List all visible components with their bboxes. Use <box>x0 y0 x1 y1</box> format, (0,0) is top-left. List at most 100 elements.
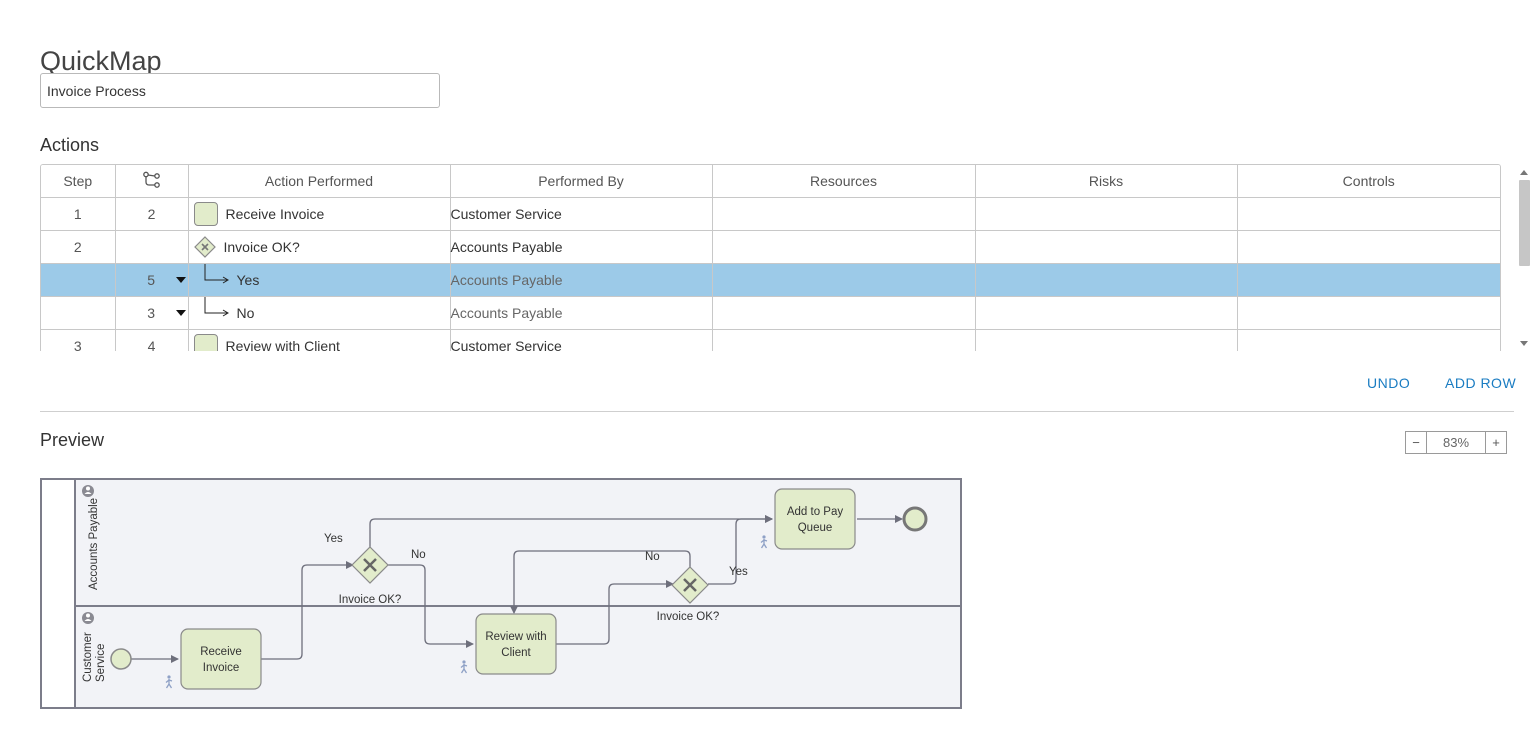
performed-by-cell[interactable]: Accounts Payable <box>449 263 713 297</box>
flow-review-to-gateway2[interactable] <box>556 580 674 645</box>
risks-cell[interactable] <box>974 263 1238 297</box>
task-review-with-client-line-1: Review with <box>485 631 546 643</box>
action-label: Invoice OK? <box>223 239 300 255</box>
actions-table-container: Step Action Performed Performed By Resou… <box>40 164 1501 351</box>
risks-cell[interactable] <box>974 197 1238 231</box>
gateway-icon <box>193 236 216 258</box>
performed-by-cell[interactable]: Accounts Payable <box>449 296 713 330</box>
dropdown-arrow-icon[interactable] <box>175 277 186 283</box>
process-diagram[interactable]: Accounts Payable Customer Service Receiv… <box>40 478 964 712</box>
column-header-step: Step <box>41 165 116 198</box>
table-row[interactable]: 3 No Accounts Payable <box>41 296 1500 330</box>
gateway-invoice-ok-1[interactable] <box>351 546 389 584</box>
flow-g2-no[interactable] <box>510 550 691 614</box>
column-header-controls: Controls <box>1236 165 1500 198</box>
risks-cell[interactable] <box>974 329 1238 351</box>
dropdown-arrow-icon[interactable] <box>175 310 186 316</box>
resources-cell[interactable] <box>711 230 976 264</box>
action-label: Receive Invoice <box>225 206 325 222</box>
table-header-row: Step Action Performed Performed By Resou… <box>41 165 1500 198</box>
controls-cell[interactable] <box>1236 197 1500 231</box>
table-scrollbar[interactable] <box>1517 164 1532 350</box>
next-step-cell[interactable]: 2 <box>114 197 189 231</box>
process-name-input[interactable] <box>40 73 440 108</box>
table-row[interactable]: 3 4 Review with Client Customer Service <box>41 329 1500 351</box>
action-cell[interactable]: Receive Invoice <box>187 197 451 231</box>
lane-label-customer-service-line-2: Service <box>95 644 107 682</box>
flow-label-g1-no: No <box>411 549 426 561</box>
table-row[interactable]: 2 Invoice OK? Accounts Payable <box>41 230 1500 264</box>
task-add-to-pay-queue-line-1: Add to Pay <box>787 506 844 518</box>
performed-by-cell[interactable]: Customer Service <box>449 197 713 231</box>
lane-label-customer-service-line-1: Customer <box>82 632 94 682</box>
task-review-with-client[interactable]: Review with Client <box>475 613 557 675</box>
section-divider <box>40 411 1514 412</box>
action-cell[interactable]: Review with Client <box>187 329 451 351</box>
lane-label-accounts-payable: Accounts Payable <box>88 498 100 590</box>
step-cell[interactable]: 3 <box>41 329 116 351</box>
next-step-value: 3 <box>147 305 156 321</box>
task-icon <box>193 202 218 226</box>
action-cell[interactable]: Invoice OK? <box>187 230 451 264</box>
resources-cell[interactable] <box>711 296 976 330</box>
table-row-selected[interactable]: 5 Yes Accounts Payable <box>41 263 1500 297</box>
scrollbar-thumb[interactable] <box>1519 180 1530 266</box>
task-icon <box>193 334 218 351</box>
lane-person-icon <box>82 612 94 624</box>
resources-cell[interactable] <box>711 263 976 297</box>
task-review-with-client-line-2: Client <box>501 647 531 659</box>
action-label: No <box>236 305 255 321</box>
column-header-resources: Resources <box>711 165 976 198</box>
controls-cell[interactable] <box>1236 296 1500 330</box>
lane-label-customer-service: Customer Service <box>82 629 107 682</box>
column-header-action: Action Performed <box>187 165 451 198</box>
next-step-dropdown[interactable]: 3 <box>114 296 189 330</box>
resources-cell[interactable] <box>711 329 976 351</box>
flow-label-g2-no: No <box>645 551 660 563</box>
zoom-out-button[interactable]: − <box>1412 435 1420 450</box>
flow-label-g1-yes: Yes <box>324 533 343 545</box>
column-header-risks: Risks <box>974 165 1238 198</box>
add-row-button[interactable]: ADD ROW <box>1445 375 1517 391</box>
preview-heading: Preview <box>40 430 105 450</box>
action-cell[interactable]: No <box>187 296 451 330</box>
resources-cell[interactable] <box>711 197 976 231</box>
next-step-cell[interactable] <box>114 230 189 264</box>
start-event[interactable] <box>110 648 132 670</box>
action-cell[interactable]: Yes <box>187 263 451 297</box>
task-receive-invoice-line-1: Receive <box>200 646 242 658</box>
table-row[interactable]: 1 2 Receive Invoice Customer Service <box>41 197 1500 231</box>
scroll-up-arrow-icon[interactable] <box>1520 170 1528 175</box>
risks-cell[interactable] <box>974 230 1238 264</box>
zoom-in-button[interactable]: + <box>1492 435 1500 450</box>
task-receive-invoice-line-2: Invoice <box>203 662 239 674</box>
task-add-to-pay-queue-line-2: Queue <box>798 522 833 534</box>
branch-arrow-icon <box>204 264 229 284</box>
end-event[interactable] <box>902 506 928 532</box>
scroll-down-arrow-icon[interactable] <box>1520 341 1528 346</box>
next-step-cell[interactable]: 4 <box>114 329 189 351</box>
flow-receive-to-gateway1[interactable] <box>261 561 354 660</box>
controls-cell[interactable] <box>1236 329 1500 351</box>
undo-button[interactable]: UNDO <box>1367 375 1411 391</box>
flow-g1-yes[interactable] <box>369 515 773 547</box>
step-cell[interactable]: 1 <box>41 197 116 231</box>
flow-g1-no[interactable] <box>388 564 474 648</box>
flow-g2-yes[interactable] <box>708 515 773 585</box>
step-cell[interactable] <box>41 296 116 330</box>
step-cell[interactable] <box>41 263 116 297</box>
column-header-performed-by: Performed By <box>449 165 713 198</box>
step-cell[interactable]: 2 <box>41 230 116 264</box>
flow-label-g2-yes: Yes <box>729 566 748 578</box>
actions-heading: Actions <box>40 135 100 155</box>
performed-by-cell[interactable]: Accounts Payable <box>449 230 713 264</box>
controls-cell[interactable] <box>1236 230 1500 264</box>
task-add-to-pay-queue[interactable]: Add to Pay Queue <box>774 488 856 550</box>
gateway-invoice-ok-2[interactable] <box>671 566 709 604</box>
performed-by-cell[interactable]: Customer Service <box>449 329 713 351</box>
task-receive-invoice[interactable]: Receive Invoice <box>180 628 262 690</box>
controls-cell[interactable] <box>1236 263 1500 297</box>
next-step-dropdown[interactable]: 5 <box>114 263 189 297</box>
risks-cell[interactable] <box>974 296 1238 330</box>
gateway1-label: Invoice OK? <box>339 594 402 606</box>
